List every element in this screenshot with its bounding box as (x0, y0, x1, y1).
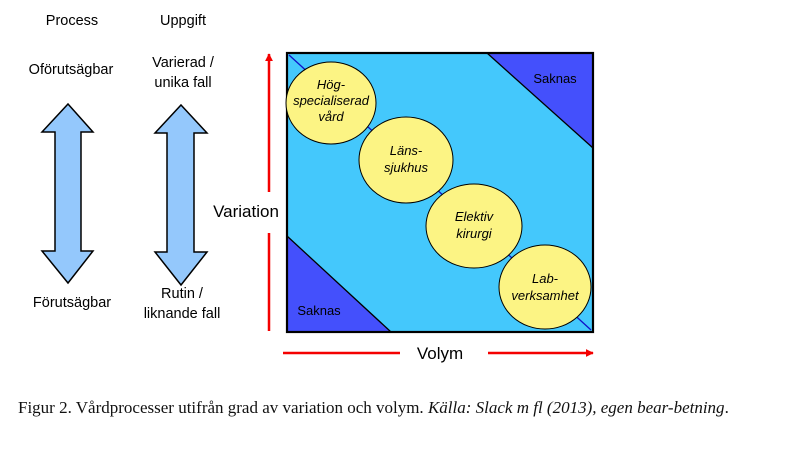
task-top-label: Varierad / unika fall (152, 53, 214, 93)
process-type-hogspecialiserad: Hög- specialiserad vård (285, 61, 377, 145)
task-bottom-label-line1: Rutin / (161, 286, 203, 302)
missing-label-top-right: Saknas (533, 71, 577, 86)
variation-axis-label: Variation (213, 202, 279, 221)
process-bottom-label: Förutsägbar (32, 295, 112, 311)
process-type-elektiv-kirurgi: Elektiv kirurgi (425, 183, 523, 269)
process-header: Process (45, 13, 99, 29)
task-bottom-label: Rutin / liknande fall (144, 284, 221, 324)
figure-caption: Figur 2. Vårdprocesser utifrån grad av v… (18, 394, 778, 422)
task-bottom-label-line2: liknande fall (143, 306, 221, 322)
process-type-labverksamhet: Lab- verksamhet (498, 244, 592, 330)
task-top-label-line1: Varierad / (152, 55, 214, 71)
process-top-label: Oförutsägbar (28, 62, 114, 78)
caption-source: Källa: Slack m fl (2013), egen bear-betn… (427, 398, 725, 417)
caption-end: . (724, 398, 729, 417)
task-header: Uppgift (160, 13, 206, 29)
process-type-label: Elektiv (455, 209, 495, 224)
process-type-label: Läns- (390, 143, 423, 158)
diagram-canvas: Variation Volym Saknas Saknas Hög- speci… (40, 51, 595, 363)
task-top-label-line2: unika fall (154, 75, 212, 91)
process-type-label: specialiserad (293, 93, 370, 108)
matrix-frame (285, 51, 595, 334)
process-type-label: kirurgi (456, 226, 493, 241)
process-double-arrow (40, 102, 95, 285)
task-double-arrow (153, 103, 209, 287)
volume-axis-label: Volym (417, 344, 463, 363)
missing-label-bottom-left: Saknas (297, 303, 341, 318)
process-type-label: vård (318, 109, 344, 124)
process-type-label: verksamhet (511, 288, 580, 303)
process-type-label: sjukhus (384, 160, 429, 175)
process-type-label: Lab- (532, 271, 559, 286)
process-type-lanssjukhus: Läns- sjukhus (358, 116, 454, 204)
process-type-label: Hög- (317, 77, 346, 92)
caption-text: Figur 2. Vårdprocesser utifrån grad av v… (18, 398, 424, 417)
